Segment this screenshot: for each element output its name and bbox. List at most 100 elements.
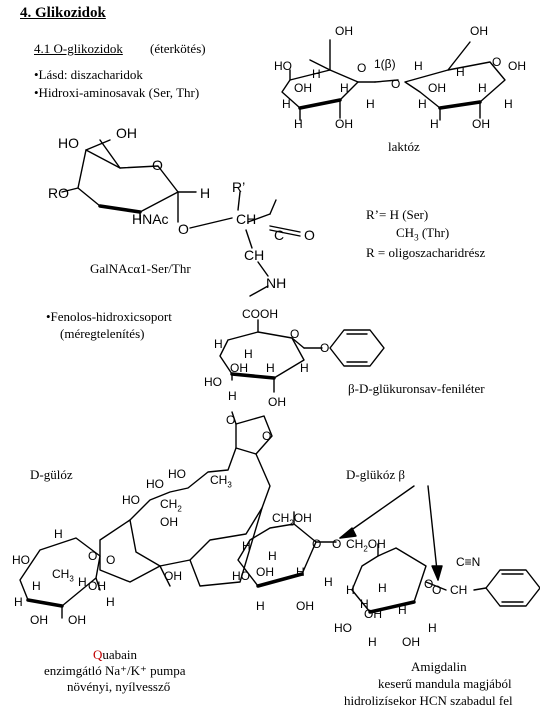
glucuronide-oh-2: OH (268, 395, 286, 409)
glucuronide-h-3: H (266, 361, 275, 375)
lactose-label: laktóz (388, 139, 420, 154)
glucuronide-h-2: H (244, 347, 253, 361)
section-heading-paren: (éterkötés) (150, 41, 206, 56)
galnac-carbonyl-o: O (304, 227, 315, 243)
glucose-label: D-glükóz β (346, 467, 405, 482)
glucuronide-h-5: H (228, 389, 237, 403)
amigdalin-ch2oh-1: CH2OH (272, 511, 312, 528)
lactose-h-6: H (456, 65, 465, 79)
amigdalin-h-1: H (242, 539, 251, 553)
lactose-h-5: H (366, 97, 375, 111)
amigdalin-h-6: H (346, 583, 355, 597)
lactose-o-ring-2: O (492, 55, 502, 69)
lactose-ho-left: HO (274, 59, 292, 73)
amigdalin-h-4: H (324, 575, 333, 589)
phenol-paren: (méregtelenítés) (60, 326, 145, 341)
lactose-h-4: H (340, 81, 349, 95)
lactose-oh-top-left: OH (335, 24, 353, 38)
amigdalin-h-9: H (398, 603, 407, 617)
quabain-ch3-1: CH3 (210, 473, 232, 490)
amigdalin-ch: CH (450, 583, 468, 597)
glucuronide-o-link: O (320, 341, 330, 355)
quabain-oh-1: OH (160, 515, 178, 529)
galnac-carbonyl-c: C (274, 227, 285, 243)
lactose-h-11: H (430, 117, 439, 131)
quabain-oh-3: OH (88, 579, 106, 593)
galnac-r-prime: R’ (232, 179, 246, 195)
amigdalin-o-ring-2: O (424, 577, 434, 591)
quabain-name: Quabain (93, 647, 138, 662)
amigdalin-desc-2: hidrolizísekor HCN szabadul fel (344, 693, 513, 708)
galnac-label: GalNAcα1-Ser/Thr (90, 261, 191, 276)
lactose-oh-bottom-1: OH (335, 117, 353, 131)
quabain-steroid (99, 411, 273, 587)
lactose-oh-top-right: OH (470, 24, 488, 38)
amigdalin-ch2-link: CH2OH (346, 537, 386, 554)
lactose-h-1: H (312, 67, 321, 81)
amigdalin-ho-2: HO (334, 621, 352, 635)
amigdalin-oh-1: OH (256, 565, 274, 579)
amigdalin-h-7: H (378, 581, 387, 595)
lactose-h-9: H (504, 97, 513, 111)
quabain-ho-1: HO (168, 467, 186, 481)
galnac-h: H (200, 185, 211, 201)
lactose-h-8: H (418, 97, 427, 111)
quabain-ho-2: HO (146, 477, 164, 491)
galnac-nh: NH (266, 275, 287, 291)
glucuronide-oh-1: OH (230, 361, 248, 375)
amigdalin-glucose-1 (237, 511, 337, 588)
lactose-oh-mid-2: OH (428, 81, 446, 95)
bullet-disaccharides: •Lásd: diszacharidok (34, 67, 143, 82)
lactose-oh-right: OH (508, 59, 526, 73)
quabain-desc-2: növényi, nyílvessző (67, 679, 171, 694)
amigdalin-desc-1: keserű mandula magjából (378, 676, 512, 691)
galnac-oh: OH (116, 125, 137, 141)
phenyl-ring-1 (329, 329, 385, 367)
quabain-h-2: H (32, 579, 41, 593)
gulose-ring (19, 537, 101, 619)
amigdalin-oh-4: OH (402, 635, 420, 649)
glucuronide-label: β-D-glükuronsav-feniléter (348, 381, 485, 396)
amigdalin-oh-3: OH (364, 607, 382, 621)
phenol-bullet: •Fenolos-hidroxicsoport (46, 309, 172, 324)
quabain-oh-5: OH (68, 613, 86, 627)
amigdalin-cn: C≡N (456, 555, 481, 569)
amigdalin-h-3: H (296, 565, 305, 579)
lactose-o-bridge: O (391, 77, 401, 91)
galnac-ch-1: CH (236, 211, 257, 227)
lactose-glucose-ring (404, 41, 506, 121)
amigdalin-ho-1: HO (232, 569, 250, 583)
lactose-h-3: H (282, 97, 291, 111)
glucuronide-cooh: COOH (242, 307, 278, 321)
amigdalin-h-5: H (256, 599, 265, 613)
quabain-oh-2: OH (164, 569, 182, 583)
bullet-hydroxy-amino: •Hidroxi-aminosavak (Ser, Thr) (34, 85, 200, 100)
lactose-h-10: H (294, 117, 303, 131)
amigdalin-oh-2: OH (296, 599, 314, 613)
quabain-lactone-o-2: O (262, 429, 272, 443)
quabain-h-4: H (14, 595, 23, 609)
galnac-o-link: O (178, 221, 189, 237)
page-title: 4. Glikozidok (20, 5, 106, 21)
r-prime-definition: R’= H (Ser) (366, 207, 429, 222)
glucuronide-o-ring: O (290, 327, 300, 341)
lactose-oh-mid-1: OH (294, 81, 312, 95)
quabain-ho-3: HO (122, 493, 140, 507)
lactose-h-2: H (414, 59, 423, 73)
amigdalin-name: Amigdalin (411, 659, 467, 674)
lactose-galactose-ring (281, 39, 399, 121)
glucuronide-ho: HO (204, 375, 222, 389)
section-heading-text: 4.1 O-glikozidok (34, 41, 123, 56)
quabain-h-3: H (78, 575, 87, 589)
galnac-ch-2: CH (244, 247, 265, 263)
quabain-oh-4: OH (30, 613, 48, 627)
quabain-o-link: O (106, 553, 116, 567)
quabain-lactone-o-1: O (226, 413, 236, 427)
amigdalin-glucose-2 (351, 543, 447, 614)
lactose-link: 1(β) (374, 57, 396, 71)
ch3-definition: CH3 (Thr) (396, 225, 450, 243)
lactose-h-7: H (478, 81, 487, 95)
galnac-ring (61, 139, 233, 229)
quabain-ho-4: HO (12, 553, 30, 567)
